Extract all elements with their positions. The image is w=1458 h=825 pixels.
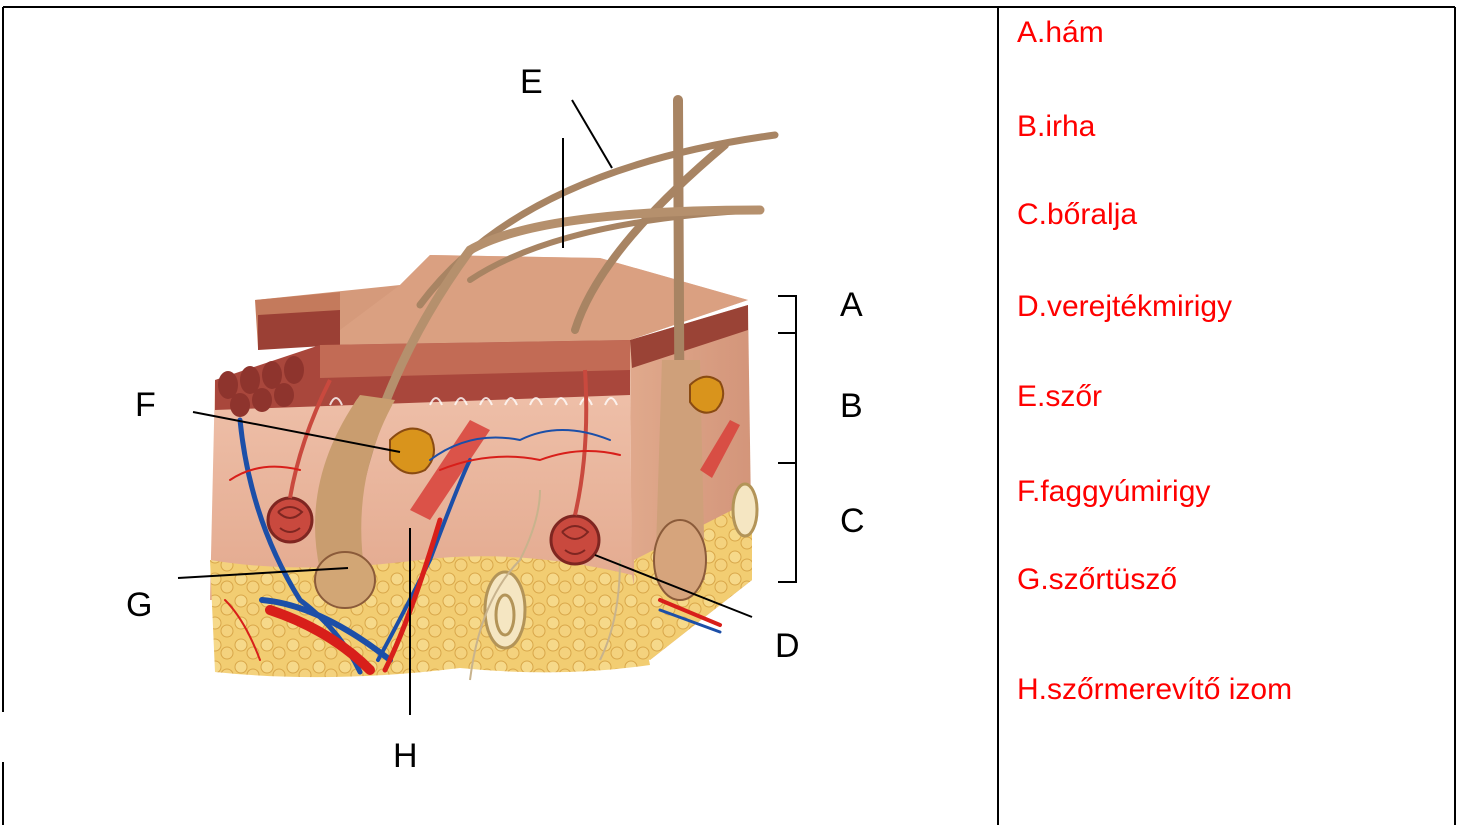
label-b: B (840, 387, 863, 425)
answer-h: H.szőrmerevítő izom (1017, 673, 1292, 707)
answer-e: E.szőr (1017, 380, 1102, 414)
label-g: G (126, 586, 152, 624)
label-e: E (520, 63, 543, 101)
label-c: C (840, 502, 865, 540)
label-line-e1 (572, 100, 612, 168)
answer-d: D.verejtékmirigy (1017, 290, 1232, 324)
answer-f: F.faggyúmirigy (1017, 475, 1210, 509)
answer-b: B.irha (1017, 110, 1095, 144)
label-a: A (840, 286, 863, 324)
label-f: F (135, 386, 156, 424)
answer-c: C.bőralja (1017, 198, 1137, 232)
label-h: H (393, 737, 418, 775)
layer-bracket (778, 296, 796, 582)
answer-a: A.hám (1017, 16, 1104, 50)
label-d: D (775, 627, 800, 665)
answer-g: G.szőrtüsző (1017, 563, 1177, 597)
